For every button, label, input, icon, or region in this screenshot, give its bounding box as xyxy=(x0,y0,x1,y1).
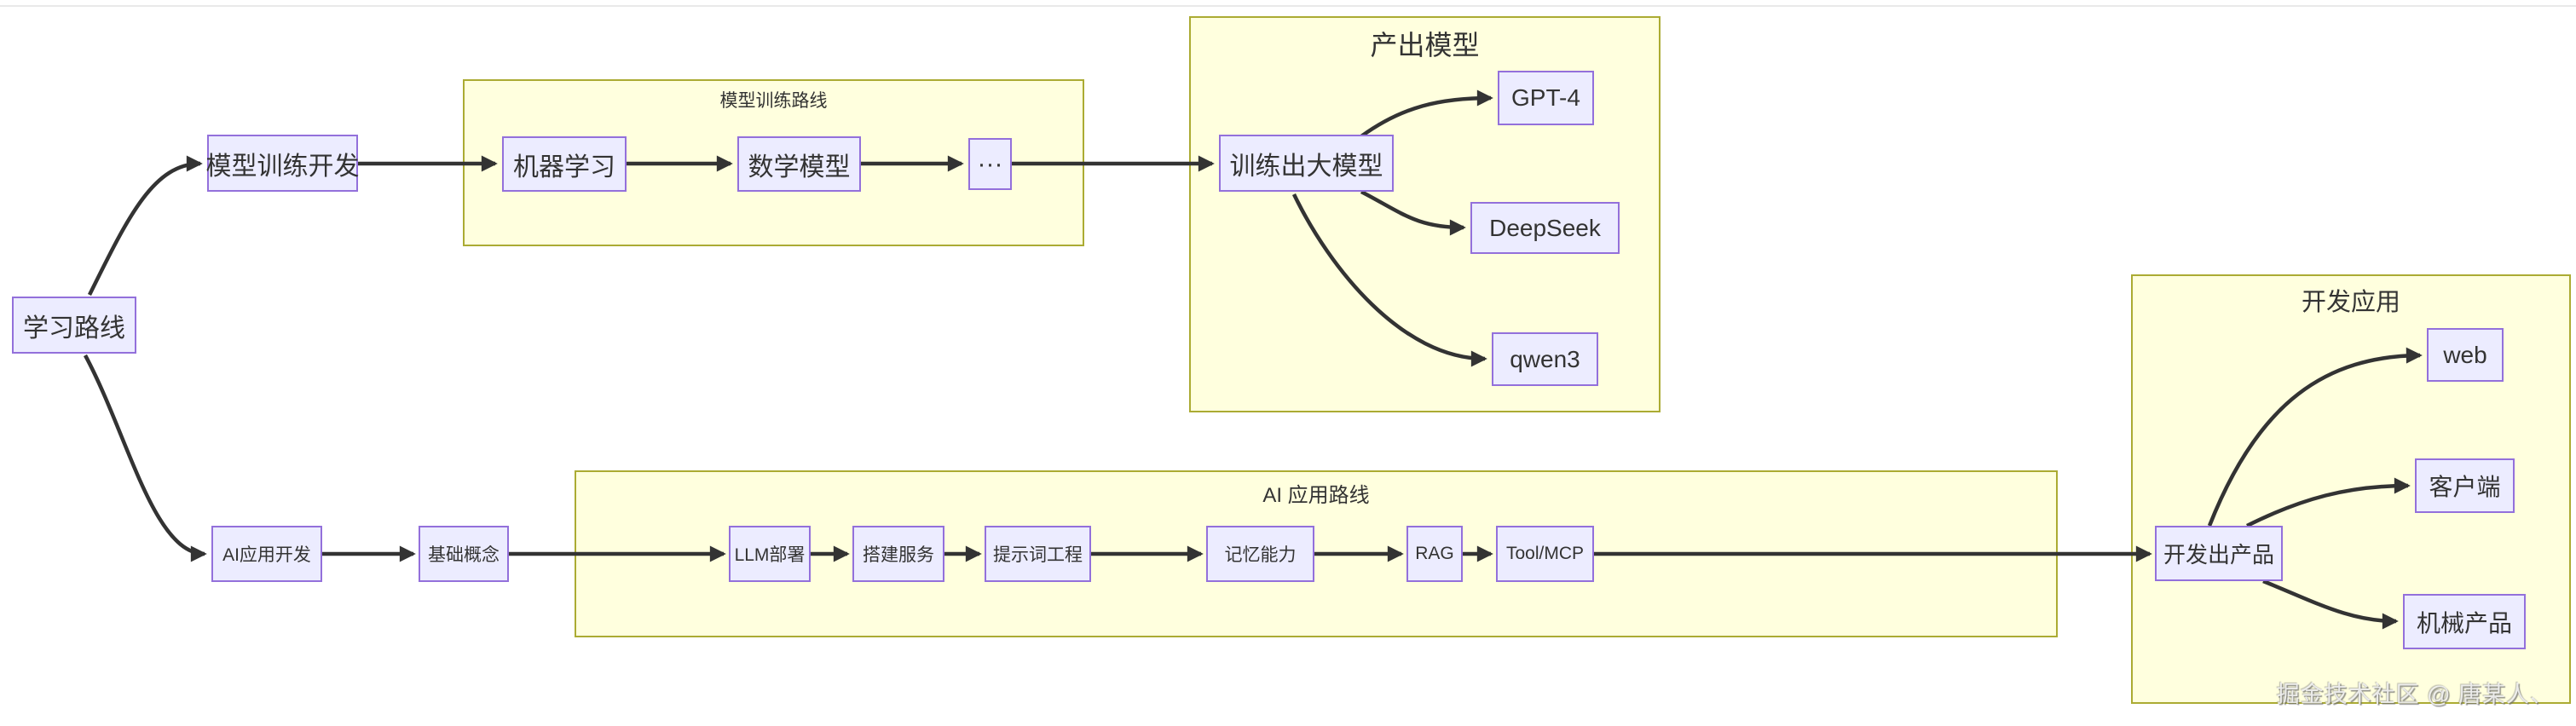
edge-build-product-to-hardware-product xyxy=(2262,579,2399,630)
node-math-model: 数学模型 xyxy=(737,136,861,192)
node-model-training-dev: 模型训练开发 xyxy=(206,135,360,192)
edge-build-product-to-web xyxy=(2207,347,2423,527)
node-web: web xyxy=(2427,328,2504,382)
container-title-ai-app-route: AI 应用路线 xyxy=(1262,484,1370,507)
node-llm-deploy: LLM部署 xyxy=(729,526,811,582)
node-deepseek: DeepSeek xyxy=(1470,202,1620,254)
node-prompt-engineering: 提示词工程 xyxy=(985,526,1091,582)
watermark-text: 掘金技术社区 @ 唐某人、 xyxy=(2276,682,2554,707)
node-tool-mcp: Tool/MCP xyxy=(1496,526,1594,582)
edge-learning-path-to-ai-app-dev xyxy=(84,354,207,562)
edge-train-llm-to-qwen3 xyxy=(1291,193,1487,367)
node-machine-learning: 机器学习 xyxy=(502,136,627,192)
node-train-llm: 训练出大模型 xyxy=(1219,135,1394,192)
page-top-divider xyxy=(0,5,2576,7)
node-hardware-product: 机械产品 xyxy=(2403,594,2526,649)
node-build-product: 开发出产品 xyxy=(2155,526,2283,581)
node-basic-concepts: 基础概念 xyxy=(419,526,509,582)
node-build-service: 搭建服务 xyxy=(852,526,944,582)
edge-train-llm-to-deepseek xyxy=(1360,190,1466,236)
container-title-dev-apps: 开发应用 xyxy=(2301,289,2400,316)
node-qwen3: qwen3 xyxy=(1492,332,1598,386)
container-title-output-models: 产出模型 xyxy=(1370,30,1480,60)
node-ellipsis: ··· xyxy=(968,138,1012,190)
node-ai-app-dev: AI应用开发 xyxy=(211,526,322,582)
edge-build-product-to-client xyxy=(2245,477,2411,528)
edge-train-llm-to-gpt4 xyxy=(1360,89,1493,138)
container-title-model-training-route: 模型训练路线 xyxy=(719,91,828,111)
node-client: 客户端 xyxy=(2415,458,2515,513)
node-rag: RAG xyxy=(1406,526,1463,582)
node-gpt4: GPT-4 xyxy=(1498,71,1594,125)
edge-learning-path-to-model-training-dev xyxy=(87,155,203,296)
node-memory-ability: 记忆能力 xyxy=(1206,526,1314,582)
node-learning-path: 学习路线 xyxy=(12,297,136,354)
